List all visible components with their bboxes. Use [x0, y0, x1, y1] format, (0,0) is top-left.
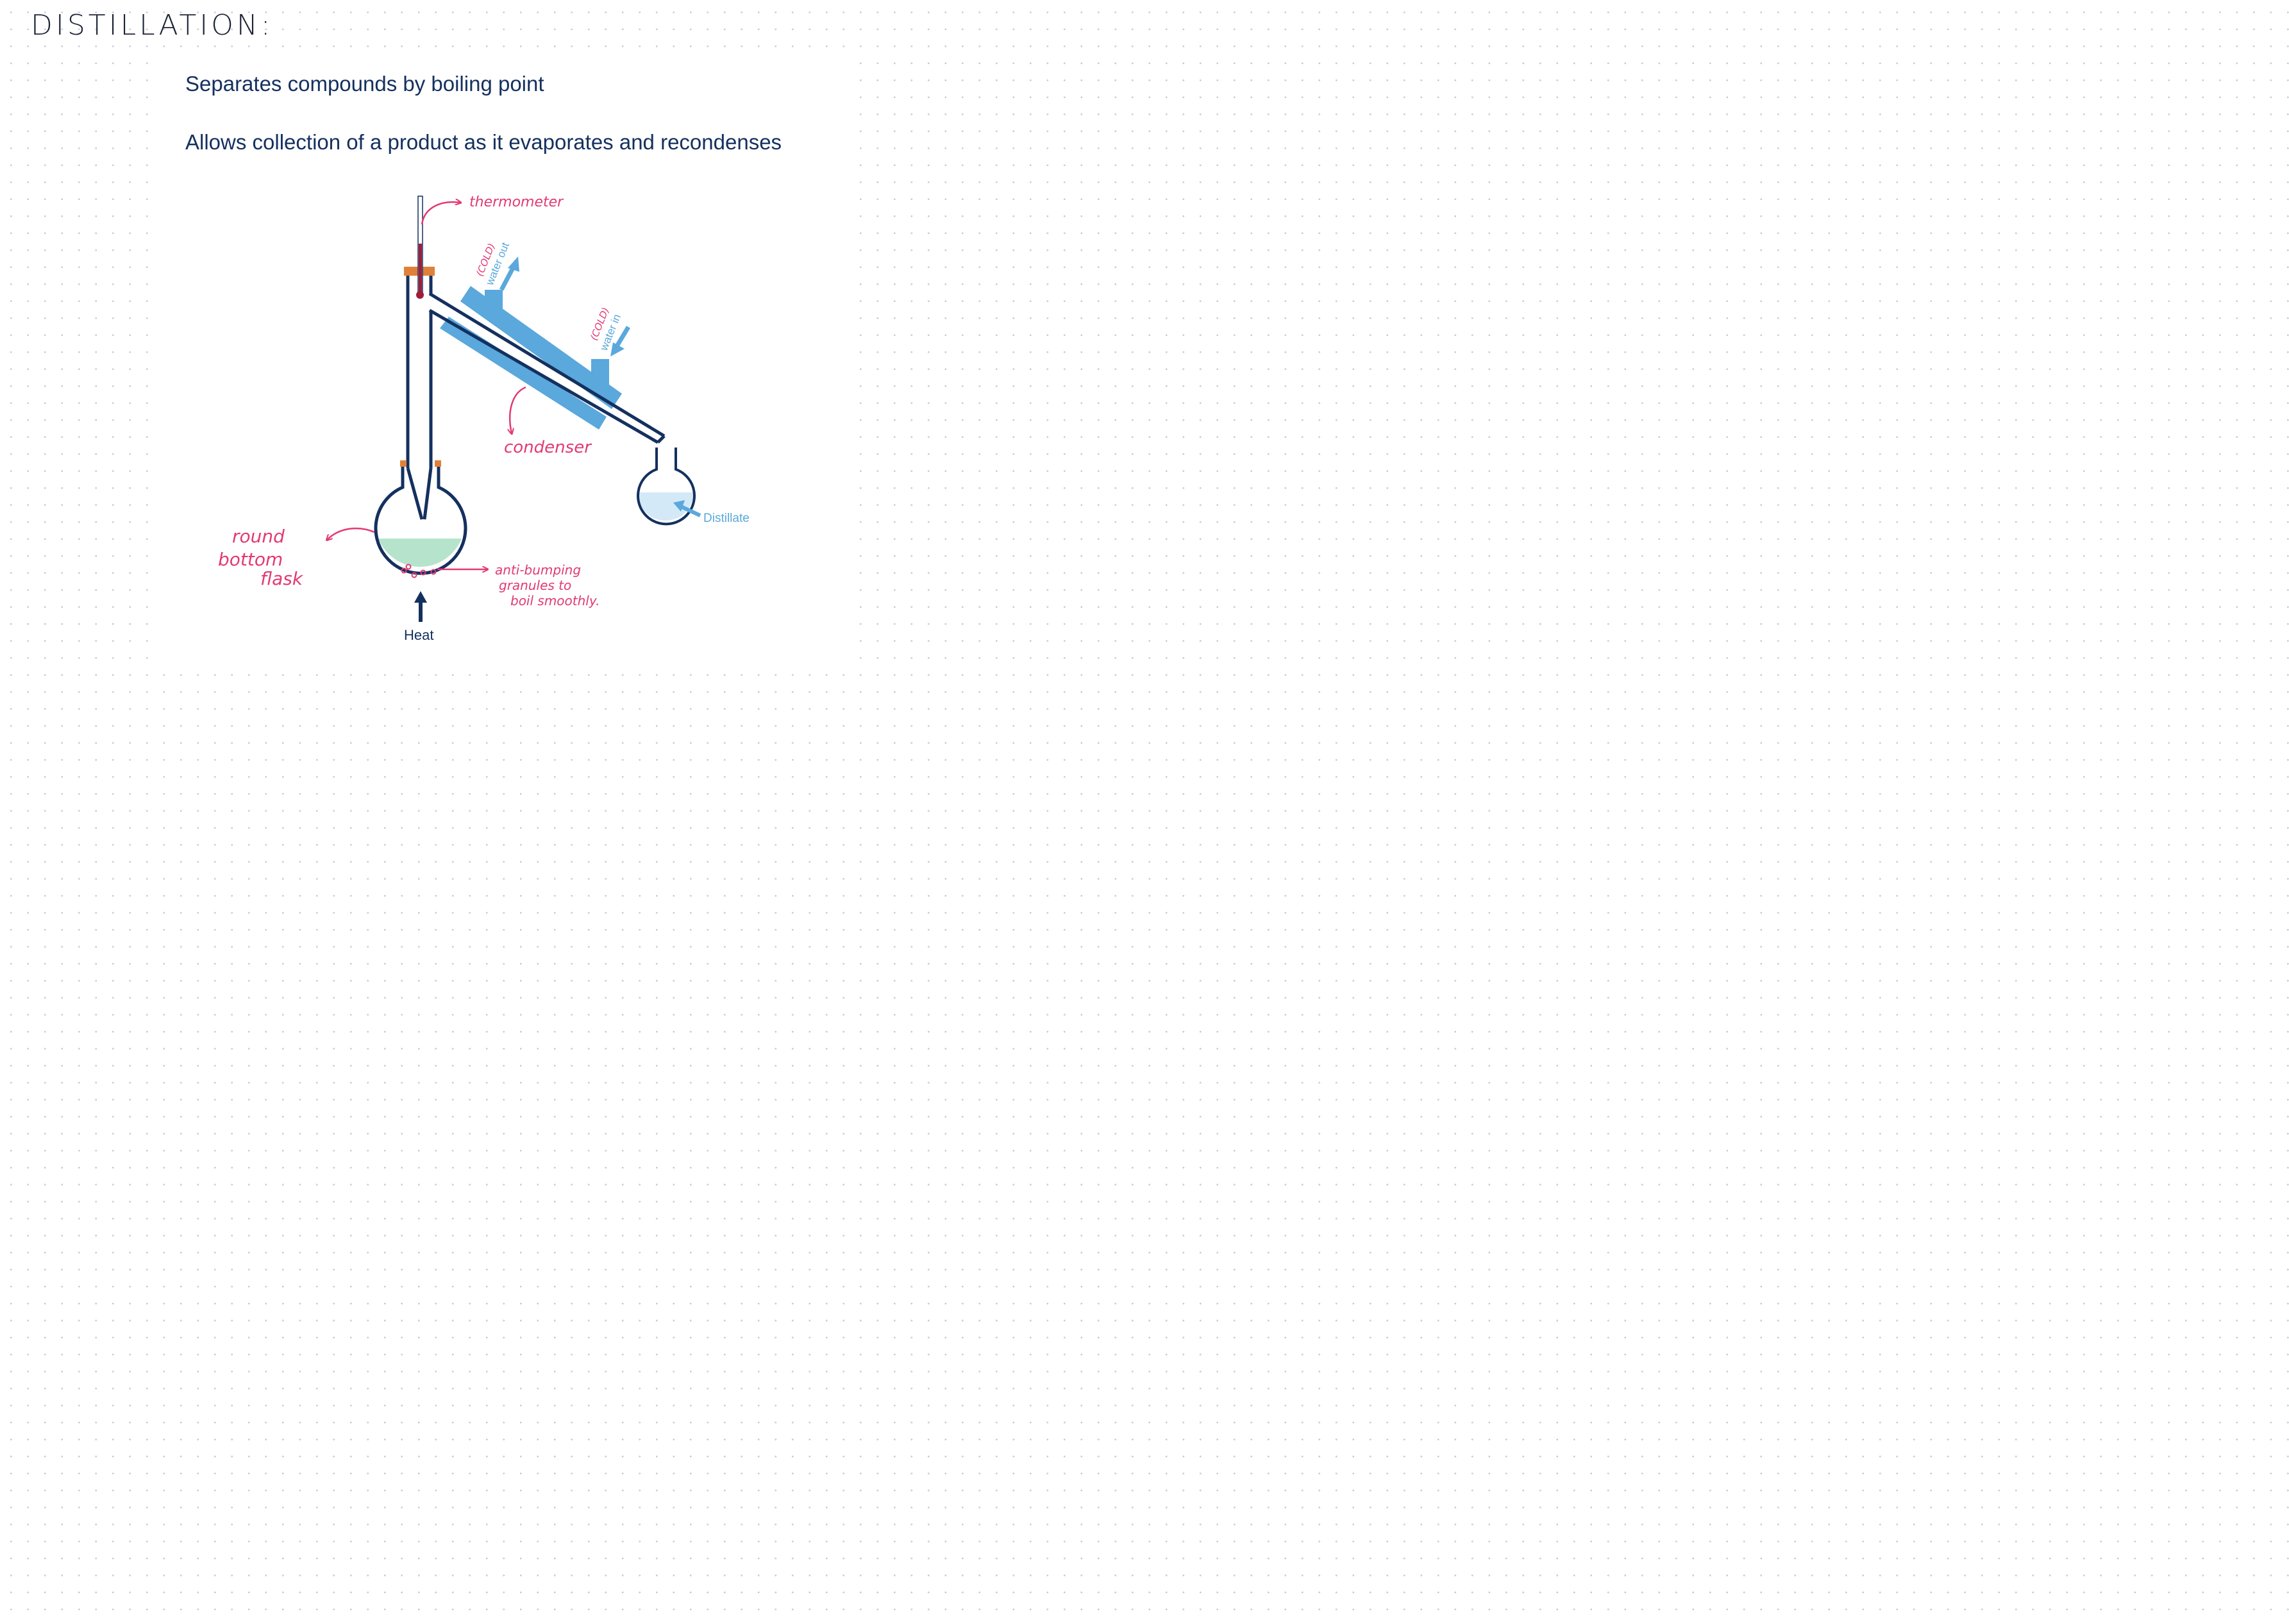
label-granules-line1: anti-bumping — [495, 562, 581, 578]
label-granules-line2: granules to — [499, 578, 571, 593]
round-bottom-flask — [374, 460, 467, 578]
granule — [420, 569, 426, 576]
label-granules-line3: boil smoothly. — [510, 593, 600, 608]
label-heat: Heat — [404, 627, 433, 643]
granule — [411, 572, 417, 578]
point-boiling-point: Separates compounds by boiling point — [185, 72, 544, 96]
condenser-pointer-arrow — [510, 386, 526, 433]
granule — [405, 564, 412, 570]
thermometer-pointer-arrow — [421, 202, 460, 225]
page-title: DISTILLATION: — [31, 9, 274, 42]
label-flask-line2: bottom — [218, 549, 283, 570]
water-in-arrow — [610, 326, 631, 356]
distillate-arrow — [673, 500, 701, 517]
water-out-arrow — [499, 256, 519, 291]
granule — [401, 567, 407, 574]
still-head-column — [406, 271, 433, 520]
heat-arrow — [414, 591, 427, 622]
label-thermometer: thermometer — [469, 194, 564, 210]
point-collection: Allows collection of a product as it eva… — [185, 130, 782, 154]
label-distillate: Distillate — [703, 512, 750, 525]
distillation-diagram: thermometer (COLD) water out (COLD) wate… — [218, 194, 750, 643]
receiving-flask — [637, 448, 696, 526]
condenser-jacket — [440, 286, 622, 430]
label-flask-line1: round — [232, 526, 285, 547]
flask-pointer-arrow — [327, 527, 375, 540]
thermometer — [416, 196, 424, 299]
label-flask-line3: flask — [260, 568, 304, 589]
label-condenser: condenser — [504, 438, 592, 457]
granule — [430, 569, 437, 575]
condenser-tube — [428, 292, 666, 444]
